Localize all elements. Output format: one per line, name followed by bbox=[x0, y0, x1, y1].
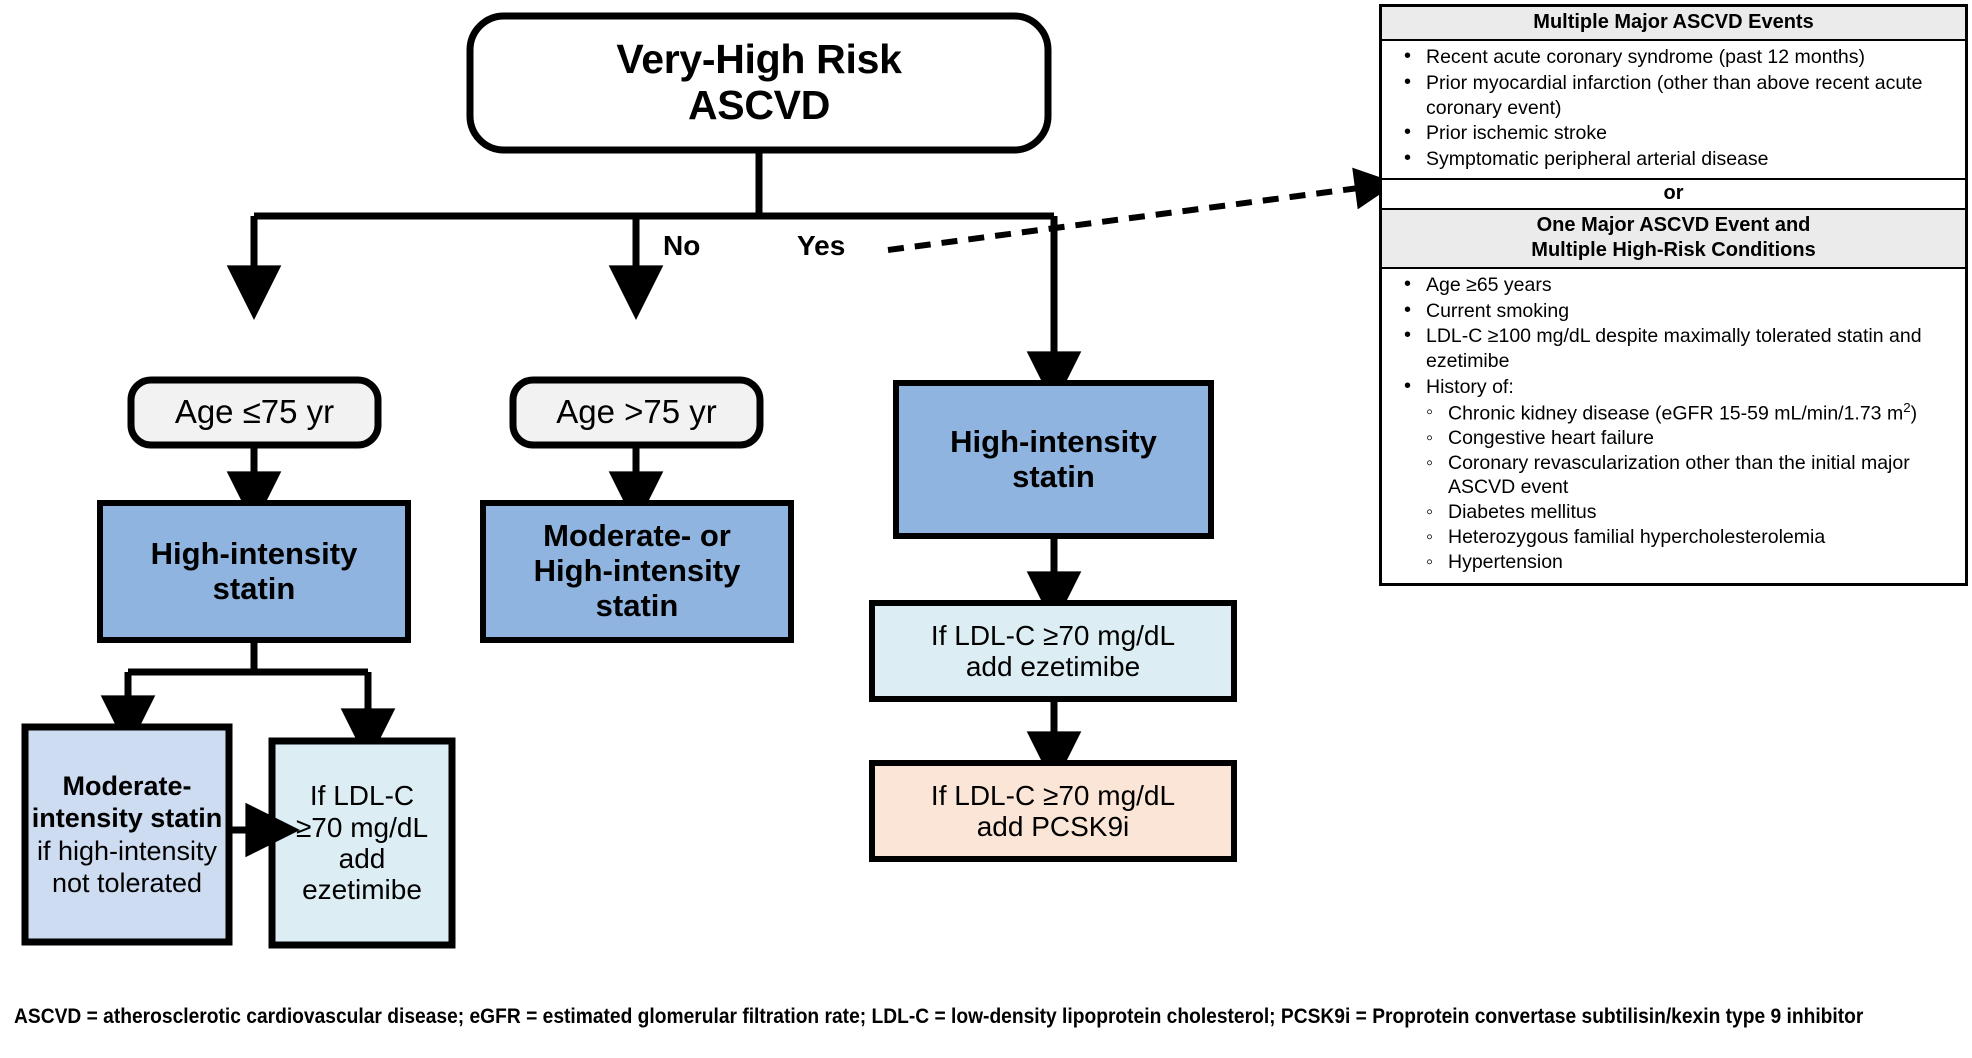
ezetimibe-left-box-label[interactable]: If LDL-C ≥70 mg/dL add ezetimibe bbox=[272, 741, 452, 945]
list-item: Congestive heart failure bbox=[1426, 426, 1957, 451]
moderate-intensity-box-label[interactable]: Moderate-intensity statin if high-intens… bbox=[25, 727, 229, 942]
history-of-sublist: Chronic kidney disease (eGFR 15-59 mL/mi… bbox=[1426, 400, 1957, 575]
list-item: Heterozygous familial hypercholesterolem… bbox=[1426, 525, 1957, 550]
mod-high-line-2: High-intensity bbox=[533, 553, 741, 589]
statin-left-line-1: High-intensity bbox=[150, 535, 358, 571]
criteria-section1-body: Recent acute coronary syndrome (past 12 … bbox=[1382, 41, 1965, 180]
criteria-section2-title-line1: One Major ASCVD Event and bbox=[1536, 213, 1811, 236]
ezetimibe-left-line-1: If LDL-C bbox=[309, 780, 415, 812]
criteria-section1-title: Multiple Major ASCVD Events bbox=[1382, 7, 1965, 41]
list-item: Current smoking bbox=[1392, 298, 1957, 324]
pcsk9i-box-shape[interactable] bbox=[869, 760, 1237, 862]
high-risk-conditions-list: Age ≥65 years Current smoking LDL-C ≥100… bbox=[1392, 272, 1957, 575]
age-le-75-label[interactable]: Age ≤75 yr bbox=[174, 393, 335, 431]
statin-right-line-1: High-intensity bbox=[950, 423, 1157, 459]
list-item: Prior ischemic stroke bbox=[1392, 120, 1957, 146]
mod-high-line-3: statin bbox=[595, 587, 679, 623]
ckd-text-after: ) bbox=[1910, 402, 1918, 424]
high-intensity-statin-right-label[interactable]: High-intensity statin bbox=[896, 383, 1211, 536]
ckd-superscript: 2 bbox=[1903, 399, 1911, 415]
age-gt-75-label[interactable]: Age >75 yr bbox=[556, 393, 717, 431]
moderate-or-high-statin-shape[interactable] bbox=[480, 500, 794, 643]
list-item: History of: Chronic kidney disease (eGFR… bbox=[1392, 374, 1957, 575]
list-item: Recent acute coronary syndrome (past 12 … bbox=[1392, 44, 1957, 70]
root-line-2: ASCVD bbox=[687, 82, 831, 128]
list-item: Age ≥65 years bbox=[1392, 272, 1957, 298]
root-node-label[interactable]: Very-High Risk ASCVD bbox=[470, 16, 1048, 150]
yes-to-criteria-dashed-arrow bbox=[887, 167, 1397, 253]
ezetimibe-left-line-4: ezetimibe bbox=[302, 874, 422, 906]
list-item: Hypertension bbox=[1426, 550, 1957, 575]
moderate-intensity-regular-text: if high-intensity not tolerated bbox=[36, 835, 218, 898]
ezetimibe-right-box-shape[interactable] bbox=[869, 600, 1237, 702]
list-item: Symptomatic peripheral arterial disease bbox=[1392, 146, 1957, 172]
statin-left-line-2: statin bbox=[212, 570, 296, 606]
statin-right-line-2: statin bbox=[1012, 458, 1095, 494]
high-intensity-statin-left-label[interactable]: High-intensity statin bbox=[100, 503, 408, 640]
moderate-intensity-box-shape[interactable] bbox=[21, 723, 233, 946]
list-item: LDL-C ≥100 mg/dL despite maximally toler… bbox=[1392, 323, 1957, 374]
list-item: Chronic kidney disease (eGFR 15-59 mL/mi… bbox=[1426, 400, 1957, 426]
list-item: Prior myocardial infarction (other than … bbox=[1392, 70, 1957, 121]
abbreviations-footnote: ASCVD = atherosclerotic cardiovascular d… bbox=[14, 1005, 1864, 1028]
criteria-or-connector: or bbox=[1382, 179, 1965, 210]
history-of-label: History of: bbox=[1426, 375, 1514, 398]
ezetimibe-right-line-2: add ezetimibe bbox=[965, 651, 1141, 682]
ezetimibe-left-box-shape[interactable] bbox=[268, 737, 456, 949]
ezetimibe-left-line-3: add bbox=[338, 843, 386, 874]
ckd-text-before: Chronic kidney disease (eGFR 15-59 mL/mi… bbox=[1448, 402, 1904, 424]
branch-label-yes: Yes bbox=[797, 230, 846, 261]
moderate-or-high-statin-label[interactable]: Moderate- or High-intensity statin bbox=[483, 503, 791, 640]
pcsk9i-line-1: If LDL-C ≥70 mg/dL bbox=[930, 779, 1176, 811]
ezetimibe-left-line-2: ≥70 mg/dL bbox=[295, 811, 429, 843]
major-ascvd-events-list: Recent acute coronary syndrome (past 12 … bbox=[1392, 44, 1957, 172]
criteria-panel: Multiple Major ASCVD Events Recent acute… bbox=[1379, 4, 1968, 587]
pcsk9i-box-label[interactable]: If LDL-C ≥70 mg/dL add PCSK9i bbox=[872, 763, 1234, 859]
ezetimibe-right-line-1: If LDL-C ≥70 mg/dL bbox=[930, 619, 1176, 651]
criteria-section2-title-line2: Multiple High-Risk Conditions bbox=[1531, 238, 1816, 261]
list-item: Coronary revascularization other than th… bbox=[1426, 451, 1957, 501]
criteria-section2-title: One Major ASCVD Event and Multiple High-… bbox=[1382, 209, 1965, 267]
ezetimibe-right-box-label[interactable]: If LDL-C ≥70 mg/dL add ezetimibe bbox=[872, 603, 1234, 699]
pcsk9i-line-2: add PCSK9i bbox=[976, 811, 1130, 842]
criteria-section2-body: Age ≥65 years Current smoking LDL-C ≥100… bbox=[1382, 266, 1965, 584]
branch-label-no: No bbox=[663, 230, 701, 261]
root-line-1: Very-High Risk bbox=[616, 36, 902, 83]
list-item: Diabetes mellitus bbox=[1426, 500, 1957, 525]
moderate-intensity-bold-text: Moderate-intensity statin bbox=[31, 770, 223, 834]
mod-high-line-1: Moderate- or bbox=[543, 518, 731, 554]
